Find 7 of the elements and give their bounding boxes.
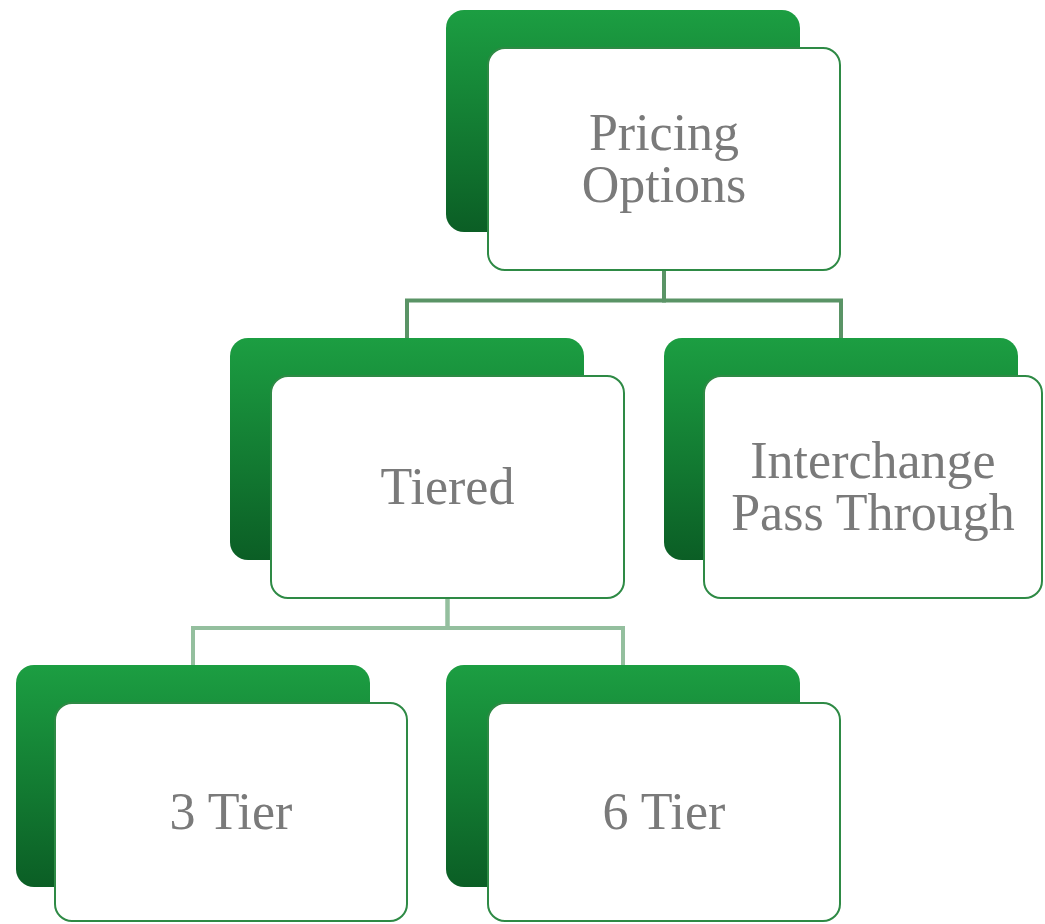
- node-label: 3 Tier: [168, 786, 294, 838]
- node-label: Tiered: [379, 461, 516, 513]
- node-label: Pricing Options: [580, 107, 748, 211]
- connector-line: [662, 271, 843, 338]
- node-label: 6 Tier: [601, 786, 727, 838]
- connector-line: [445, 599, 625, 665]
- node-label: Interchange Pass Through: [730, 435, 1016, 539]
